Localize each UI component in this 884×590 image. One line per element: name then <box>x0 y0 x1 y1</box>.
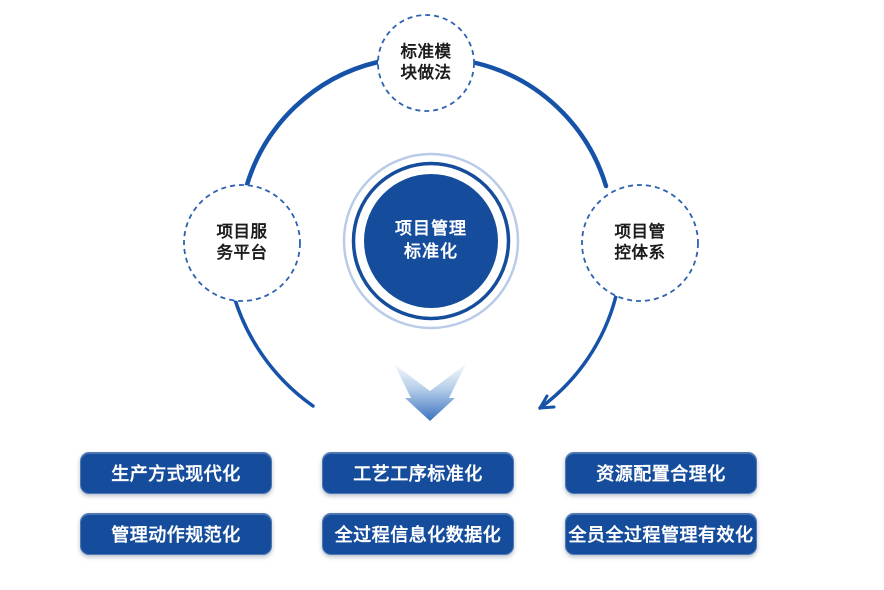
result-box-resource-allocation: 资源配置合理化 <box>565 452 757 494</box>
result-box-whole-process-effectiveness: 全员全过程管理有效化 <box>565 513 757 555</box>
satellite-top-line1: 标准模 <box>400 42 452 61</box>
arrowhead-icon <box>538 394 556 410</box>
orbit-arc-left-to-top <box>243 59 381 191</box>
satellite-right-line1: 项目管 <box>614 222 666 241</box>
orbit-arc-top-to-right <box>473 60 609 189</box>
result-box-process-standardization: 工艺工序标准化 <box>322 452 514 494</box>
satellite-circle-left <box>183 184 301 302</box>
satellite-label-left: 项目服 务平台 <box>182 221 302 263</box>
down-arrow-icon <box>394 364 466 421</box>
satellite-circle-right <box>581 184 699 302</box>
result-box-management-standardization: 管理动作规范化 <box>80 513 272 555</box>
satellite-right-line2: 控体系 <box>614 243 666 262</box>
satellite-label-top: 标准模 块做法 <box>366 41 486 83</box>
satellite-top-line2: 块做法 <box>400 63 452 82</box>
satellite-label-right: 项目管 控体系 <box>580 221 700 263</box>
satellite-left-line2: 务平台 <box>216 243 268 262</box>
orbit-arc-left-tail <box>231 291 315 408</box>
satellite-left-line1: 项目服 <box>216 222 268 241</box>
result-box-production-modernization: 生产方式现代化 <box>80 452 272 494</box>
center-outer-ring <box>342 152 520 330</box>
satellite-circle-top <box>377 14 475 112</box>
center-label-line2: 标准化 <box>404 242 458 262</box>
result-box-information-digitalization: 全过程信息化数据化 <box>322 513 514 555</box>
center-disc <box>364 174 498 308</box>
orbit-arc-right-tail <box>538 294 618 410</box>
center-label: 项目管理 标准化 <box>351 218 511 264</box>
center-label-line1: 项目管理 <box>395 219 467 239</box>
